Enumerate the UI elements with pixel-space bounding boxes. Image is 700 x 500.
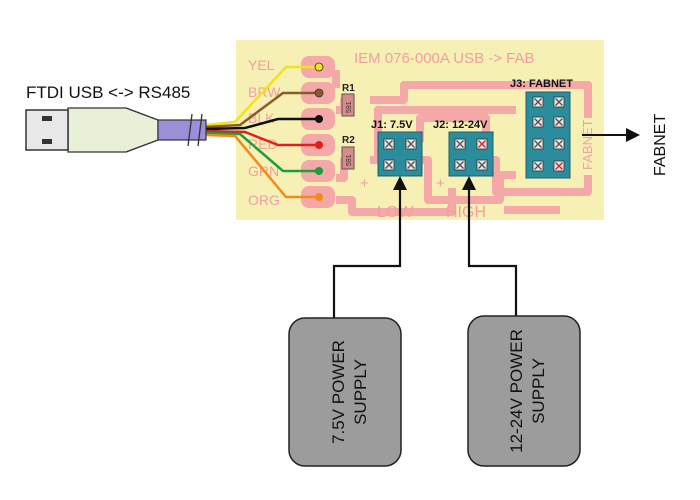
header-pin-mark	[534, 118, 542, 126]
wire-red	[205, 129, 318, 147]
usb-contact-1	[42, 116, 52, 121]
header-pin-mark	[385, 140, 393, 148]
supply-arrow-12v	[462, 176, 476, 190]
wire-black	[205, 117, 318, 131]
power-supply-12v	[467, 315, 581, 467]
fabnet-output-label: FABNET	[652, 114, 669, 176]
header-pin-mark	[478, 140, 486, 148]
usb-cable-jacket	[157, 119, 207, 141]
plus-label-j2: +	[436, 175, 445, 192]
pad-label-brw: BRW	[248, 84, 281, 100]
header-pin-mark	[456, 140, 464, 148]
header-pin-mark	[534, 140, 542, 148]
wire-yellow	[205, 65, 318, 127]
header-pin-mark	[555, 140, 563, 148]
plus-label-j1: +	[360, 175, 369, 192]
resistor-r2-label: R2	[342, 135, 355, 146]
header-pin-mark	[385, 161, 393, 169]
usb-contact-2	[42, 139, 52, 144]
header-pin-mark	[555, 162, 563, 170]
header-pin-mark	[555, 118, 563, 126]
cable-break-mark	[187, 113, 203, 147]
power-supply-12v-line2: SUPPLY	[529, 358, 548, 424]
usb-label: FTDI USB <-> RS485	[26, 83, 190, 102]
board-title: IEM 076-000A USB -> FAB	[354, 50, 535, 67]
header-j2-label: J2: 12-24V	[433, 119, 488, 131]
fabnet-silk-label: FABNET	[580, 119, 595, 170]
header-pin-mark	[478, 161, 486, 169]
resistor-r1-value: 591	[346, 101, 353, 113]
wire-orange	[205, 133, 318, 199]
wire-ends	[314, 62, 324, 201]
fabnet-arrow-head	[626, 128, 640, 142]
usb-strain-relief	[67, 107, 159, 153]
supply-wire-7v5	[332, 188, 402, 318]
header-j3-label: J3: FABNET	[510, 78, 573, 90]
power-supply-7v5-line1: 7.5V POWER	[329, 340, 348, 444]
header-j1-label: J1: 7.5V	[371, 119, 413, 131]
pad-label-org: ORG	[248, 192, 280, 208]
low-label: LOW	[377, 204, 414, 221]
supply-arrow-7v5	[393, 176, 407, 190]
header-pins	[383, 96, 565, 172]
header-pin-mark	[555, 98, 563, 106]
header-pin-mark	[407, 161, 415, 169]
power-supply-7v5-line2: SUPPLY	[351, 359, 370, 425]
header-pin-mark	[534, 162, 542, 170]
supply-wire-12v	[467, 188, 518, 316]
power-supply-12v-line1: 12-24V POWER	[507, 329, 526, 453]
header-pin-mark	[407, 140, 415, 148]
pad-label-yel: YEL	[248, 57, 275, 73]
high-label: HIGH	[446, 204, 486, 221]
wire-green	[205, 131, 318, 173]
resistor-r1-label: R1	[342, 83, 355, 94]
power-supply-7v5	[288, 317, 402, 467]
resistor-r2	[341, 146, 355, 170]
colored-wires	[205, 65, 318, 199]
resistor-r2-value: 591	[346, 154, 353, 166]
header-pin-mark	[456, 161, 464, 169]
header-pin-mark	[534, 98, 542, 106]
wire-brown	[205, 91, 318, 129]
resistor-r1	[341, 93, 355, 117]
